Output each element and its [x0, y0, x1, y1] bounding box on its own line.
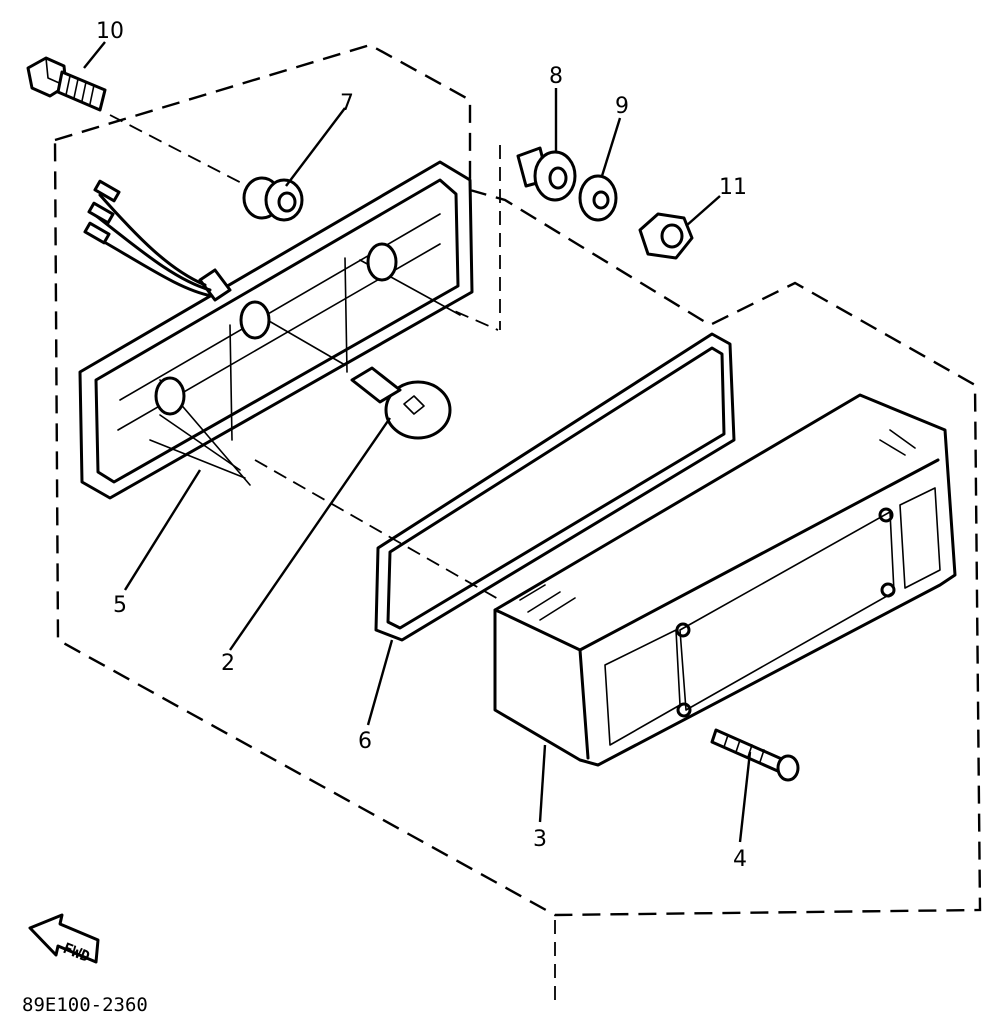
assembly-boundary	[53, 43, 982, 1000]
callout-5: 5	[113, 593, 127, 618]
diagram-code: 89E100-2360	[22, 994, 148, 1016]
bulb	[350, 366, 452, 440]
tail-light-base	[78, 160, 474, 500]
screw	[710, 728, 800, 782]
callout-labels: 10 7 8 9 11 5 2 6 3 4	[96, 19, 747, 872]
callout-leaders	[83, 41, 752, 843]
callout-6: 6	[358, 729, 372, 754]
callout-10: 10	[96, 19, 124, 44]
collar	[516, 146, 577, 202]
lens	[493, 393, 957, 767]
gasket	[374, 332, 736, 642]
forward-arrow-icon: FWD	[28, 913, 100, 966]
callout-8: 8	[549, 64, 563, 89]
callout-4: 4	[733, 847, 747, 872]
callout-11: 11	[719, 175, 747, 200]
flange-bolt	[26, 56, 107, 112]
callout-3: 3	[533, 827, 547, 852]
callout-9: 9	[615, 94, 629, 119]
grommet	[242, 176, 304, 222]
nut	[638, 212, 694, 260]
callout-7: 7	[340, 91, 354, 116]
callout-2: 2	[221, 651, 235, 676]
washer	[578, 174, 618, 222]
